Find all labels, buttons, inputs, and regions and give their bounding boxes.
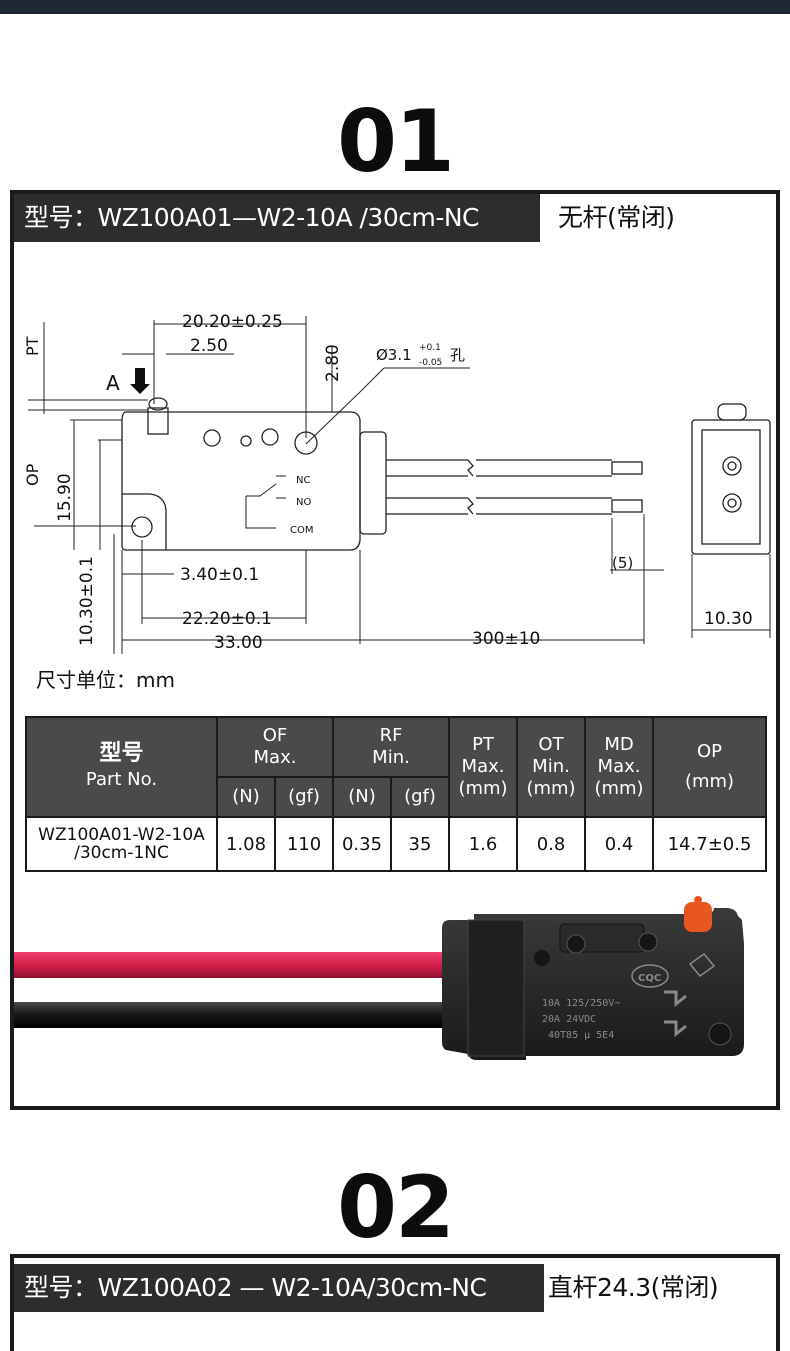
actuator-tip: [148, 397, 168, 411]
cqc-mark: CQC: [638, 973, 661, 984]
dim-3-40: 3.40±0.1: [180, 565, 259, 585]
label-a: A: [106, 371, 120, 395]
header-part-cn: 型号: [99, 741, 144, 766]
model-header: 型号：WZ100A02 — W2-10A/30cm-NC: [14, 1264, 544, 1312]
dim-300: 300±10: [472, 629, 540, 649]
hole-tolerance-lower: -0.05: [419, 358, 442, 368]
cell-ot: 0.8: [516, 816, 587, 872]
header-of-gf: (gf): [274, 776, 334, 818]
unit-label: 尺寸单位：mm: [36, 668, 175, 692]
model-number: WZ100A02 — W2-10A/30cm-NC: [97, 1273, 487, 1302]
black-wire: [14, 1002, 454, 1028]
label-op: OP: [23, 463, 42, 486]
variant-label: 无杆(常闭): [558, 203, 675, 232]
header-rf-gf: (gf): [389, 776, 451, 818]
section-number-02: 02: [337, 1158, 455, 1258]
rating-line-3: 40T85 µ 5E4: [548, 1030, 614, 1041]
cell-pt: 1.6: [448, 816, 519, 872]
section-number-01: 01: [337, 92, 455, 192]
hole-tolerance-upper: +0.1: [419, 343, 441, 353]
label-pt: PT: [23, 336, 42, 356]
cell-of-gf: 110: [274, 816, 334, 872]
hole-unit: 孔: [450, 346, 465, 364]
card-header: 型号：WZ100A02 — W2-10A/30cm-NC 直杆24.3(常闭): [14, 1258, 776, 1312]
dim-5: (5): [612, 554, 633, 572]
cell-of-n: 1.08: [216, 816, 276, 872]
label-no: NO: [296, 497, 311, 508]
dim-33-00: 33.00: [214, 633, 263, 653]
side-view-outline: [691, 419, 771, 555]
model-prefix: 型号：: [24, 1273, 98, 1302]
label-com: COM: [290, 525, 313, 536]
model-prefix: 型号：: [24, 203, 98, 232]
switch-flange: [359, 431, 387, 535]
table-row: WZ100A01-W2-10A/30cm-1NC 1.08 110 0.35 3…: [25, 816, 768, 872]
dim-2-50: 2.50: [190, 336, 228, 356]
dim-10-30-tolerance: 10.30±0.1: [77, 556, 97, 646]
cell-rf-n: 0.35: [332, 816, 392, 872]
dim-20-20: 20.20±0.25: [182, 312, 283, 332]
header-part-en: Part No.: [85, 769, 158, 790]
header-part-no: 型号 Part No.: [25, 716, 218, 818]
dim-10-30: 10.30: [704, 609, 753, 629]
cell-op: 14.7±0.5: [652, 816, 768, 872]
switch-body-outline: [121, 411, 361, 551]
actuator-outline: [147, 407, 169, 435]
ul-mark-icon: [664, 990, 687, 1038]
arrow-a-icon: [130, 368, 150, 394]
label-nc: NC: [296, 475, 310, 486]
cell-rf-gf: 35: [389, 816, 451, 872]
rating-line-2: 20A 24VDC: [542, 1014, 596, 1025]
red-wire: [14, 952, 454, 978]
product-card-02: 型号：WZ100A02 — W2-10A/30cm-NC 直杆24.3(常闭): [10, 1254, 780, 1351]
card-header: 型号：WZ100A01—W2-10A /30cm-NC 无杆(常闭): [14, 194, 776, 242]
dim-15-90: 15.90: [55, 473, 75, 522]
top-bar: [0, 0, 790, 14]
header-op: OP(mm): [652, 716, 768, 818]
header-of-n: (N): [216, 776, 276, 818]
mounting-hole-lower: [131, 516, 153, 538]
model-number: WZ100A01—W2-10A /30cm-NC: [97, 203, 480, 232]
model-header: 型号：WZ100A01—W2-10A /30cm-NC: [14, 194, 540, 242]
actuator: [684, 902, 712, 932]
enec-mark-icon: [688, 952, 716, 978]
product-card-01: 型号：WZ100A01—W2-10A /30cm-NC 无杆(常闭): [10, 190, 780, 1110]
cell-part-no: WZ100A01-W2-10A/30cm-1NC: [25, 816, 218, 872]
dim-22-20: 22.20±0.1: [182, 609, 272, 629]
variant-label: 直杆24.3(常闭): [548, 1273, 719, 1302]
cell-md: 0.4: [584, 816, 655, 872]
product-photo: CQC 10A 125/250V~ 20A 24VDC 40T85 µ 5E4: [14, 896, 744, 1060]
hole-diameter: Ø3.1: [376, 346, 412, 364]
rating-line-1: 10A 125/250V~: [542, 998, 620, 1009]
dimension-drawing: 20.20±0.25 2.50 2.80 Ø3.1 +0.1 -0.05 孔 P…: [23, 312, 771, 654]
dim-2-80: 2.80: [323, 344, 343, 382]
header-rf-n: (N): [332, 776, 392, 818]
